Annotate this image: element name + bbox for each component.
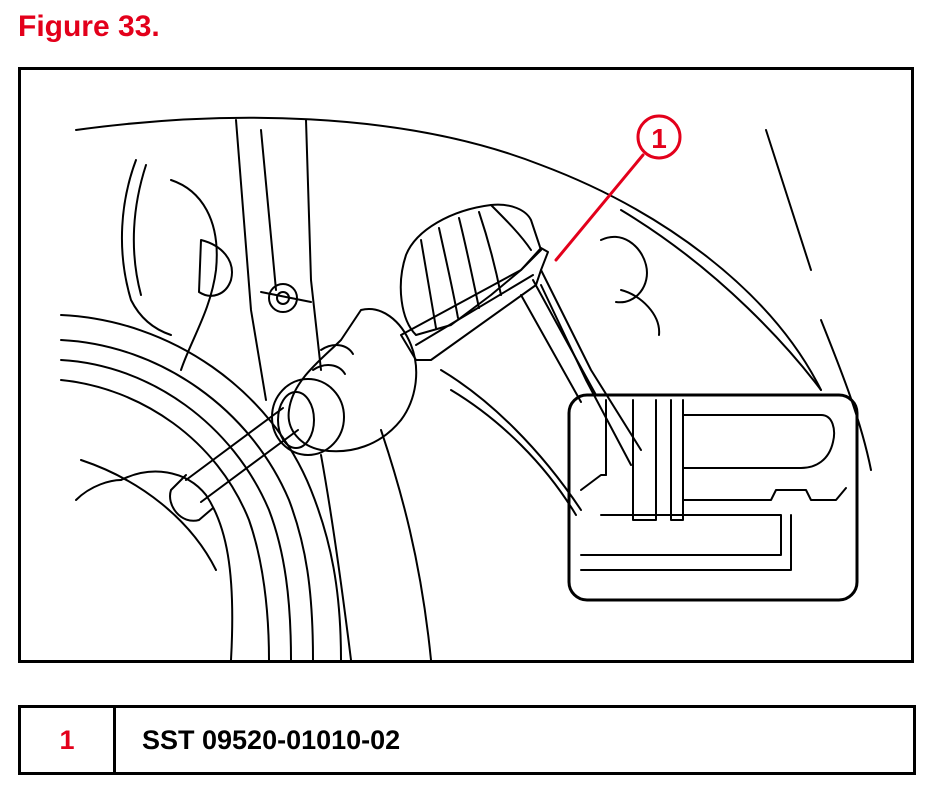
callout-number: 1 (651, 123, 667, 154)
strut-left (235, 119, 267, 401)
lower-arm2 (450, 389, 577, 516)
brake-line (120, 159, 172, 336)
sleeve-arm (380, 429, 432, 660)
cv-boot-fold1 (420, 239, 437, 329)
brake-disc-ring1 (60, 339, 314, 660)
legend-item-number: 1 (21, 708, 116, 772)
sleeve-arm2 (320, 454, 352, 660)
brake-disc-ring4 (80, 459, 217, 571)
figure-title: Figure 33. (18, 10, 160, 43)
fender-arc-right (620, 209, 822, 391)
fender-line-right (765, 129, 812, 271)
brake-disc-ring3 (60, 379, 270, 660)
cv-boot-fold3 (458, 217, 480, 309)
inset-pointer-top (532, 279, 597, 396)
brake-disc-outer (60, 314, 342, 660)
inset-line-c (670, 399, 684, 521)
bolt-shaft (260, 291, 312, 303)
inset-pointer-bottom (520, 294, 582, 403)
hammer-weight-face (277, 391, 315, 449)
line-right-bottom (540, 269, 642, 451)
fender-arc-outer (75, 116, 822, 391)
inset-lower (580, 514, 782, 556)
lower-arm (440, 369, 582, 511)
inset-outline-top (682, 414, 836, 469)
axle-puller-diagram: 1 (60, 114, 872, 660)
cv-boot-fold4 (478, 211, 502, 296)
cv-boot (399, 203, 542, 336)
inset-line-b (632, 399, 657, 521)
brake-disc-ring2 (60, 359, 292, 660)
cv-joint-rim (490, 204, 532, 251)
strut-mid (260, 129, 277, 291)
hammer-shaft-top (185, 407, 284, 481)
brake-line2 (132, 164, 147, 296)
hand-left2 (75, 479, 122, 501)
knuckle-outline (170, 179, 218, 371)
knuckle-detail (198, 239, 233, 297)
component-right2 (620, 289, 661, 336)
line-right-bottom2 (540, 284, 632, 466)
hammer-grip (169, 474, 214, 522)
inset-rail (682, 487, 847, 501)
legend-item-description: SST 09520-01010-02 (142, 724, 401, 755)
strut-right (305, 119, 322, 371)
component-right (600, 235, 648, 304)
detail-inset (567, 393, 859, 602)
figure-illustration: 1 (18, 67, 914, 663)
legend-table: 1 SST 09520-01010-02 (18, 705, 916, 775)
inset-lower2 (580, 514, 792, 571)
hand-finger1 (320, 344, 354, 355)
hand-left (120, 470, 234, 660)
hub-nut (268, 283, 298, 313)
callout-circle (636, 114, 682, 160)
inset-step (580, 474, 607, 491)
cv-boot-fold2 (438, 227, 459, 319)
callout-leader (554, 153, 645, 262)
hammer-shaft-bottom (200, 429, 299, 503)
sst-tool-edge (415, 274, 534, 346)
hand (287, 308, 418, 453)
hand-finger2 (312, 364, 346, 375)
hammer-weight (271, 378, 345, 456)
fender-line-right2 (820, 319, 872, 471)
